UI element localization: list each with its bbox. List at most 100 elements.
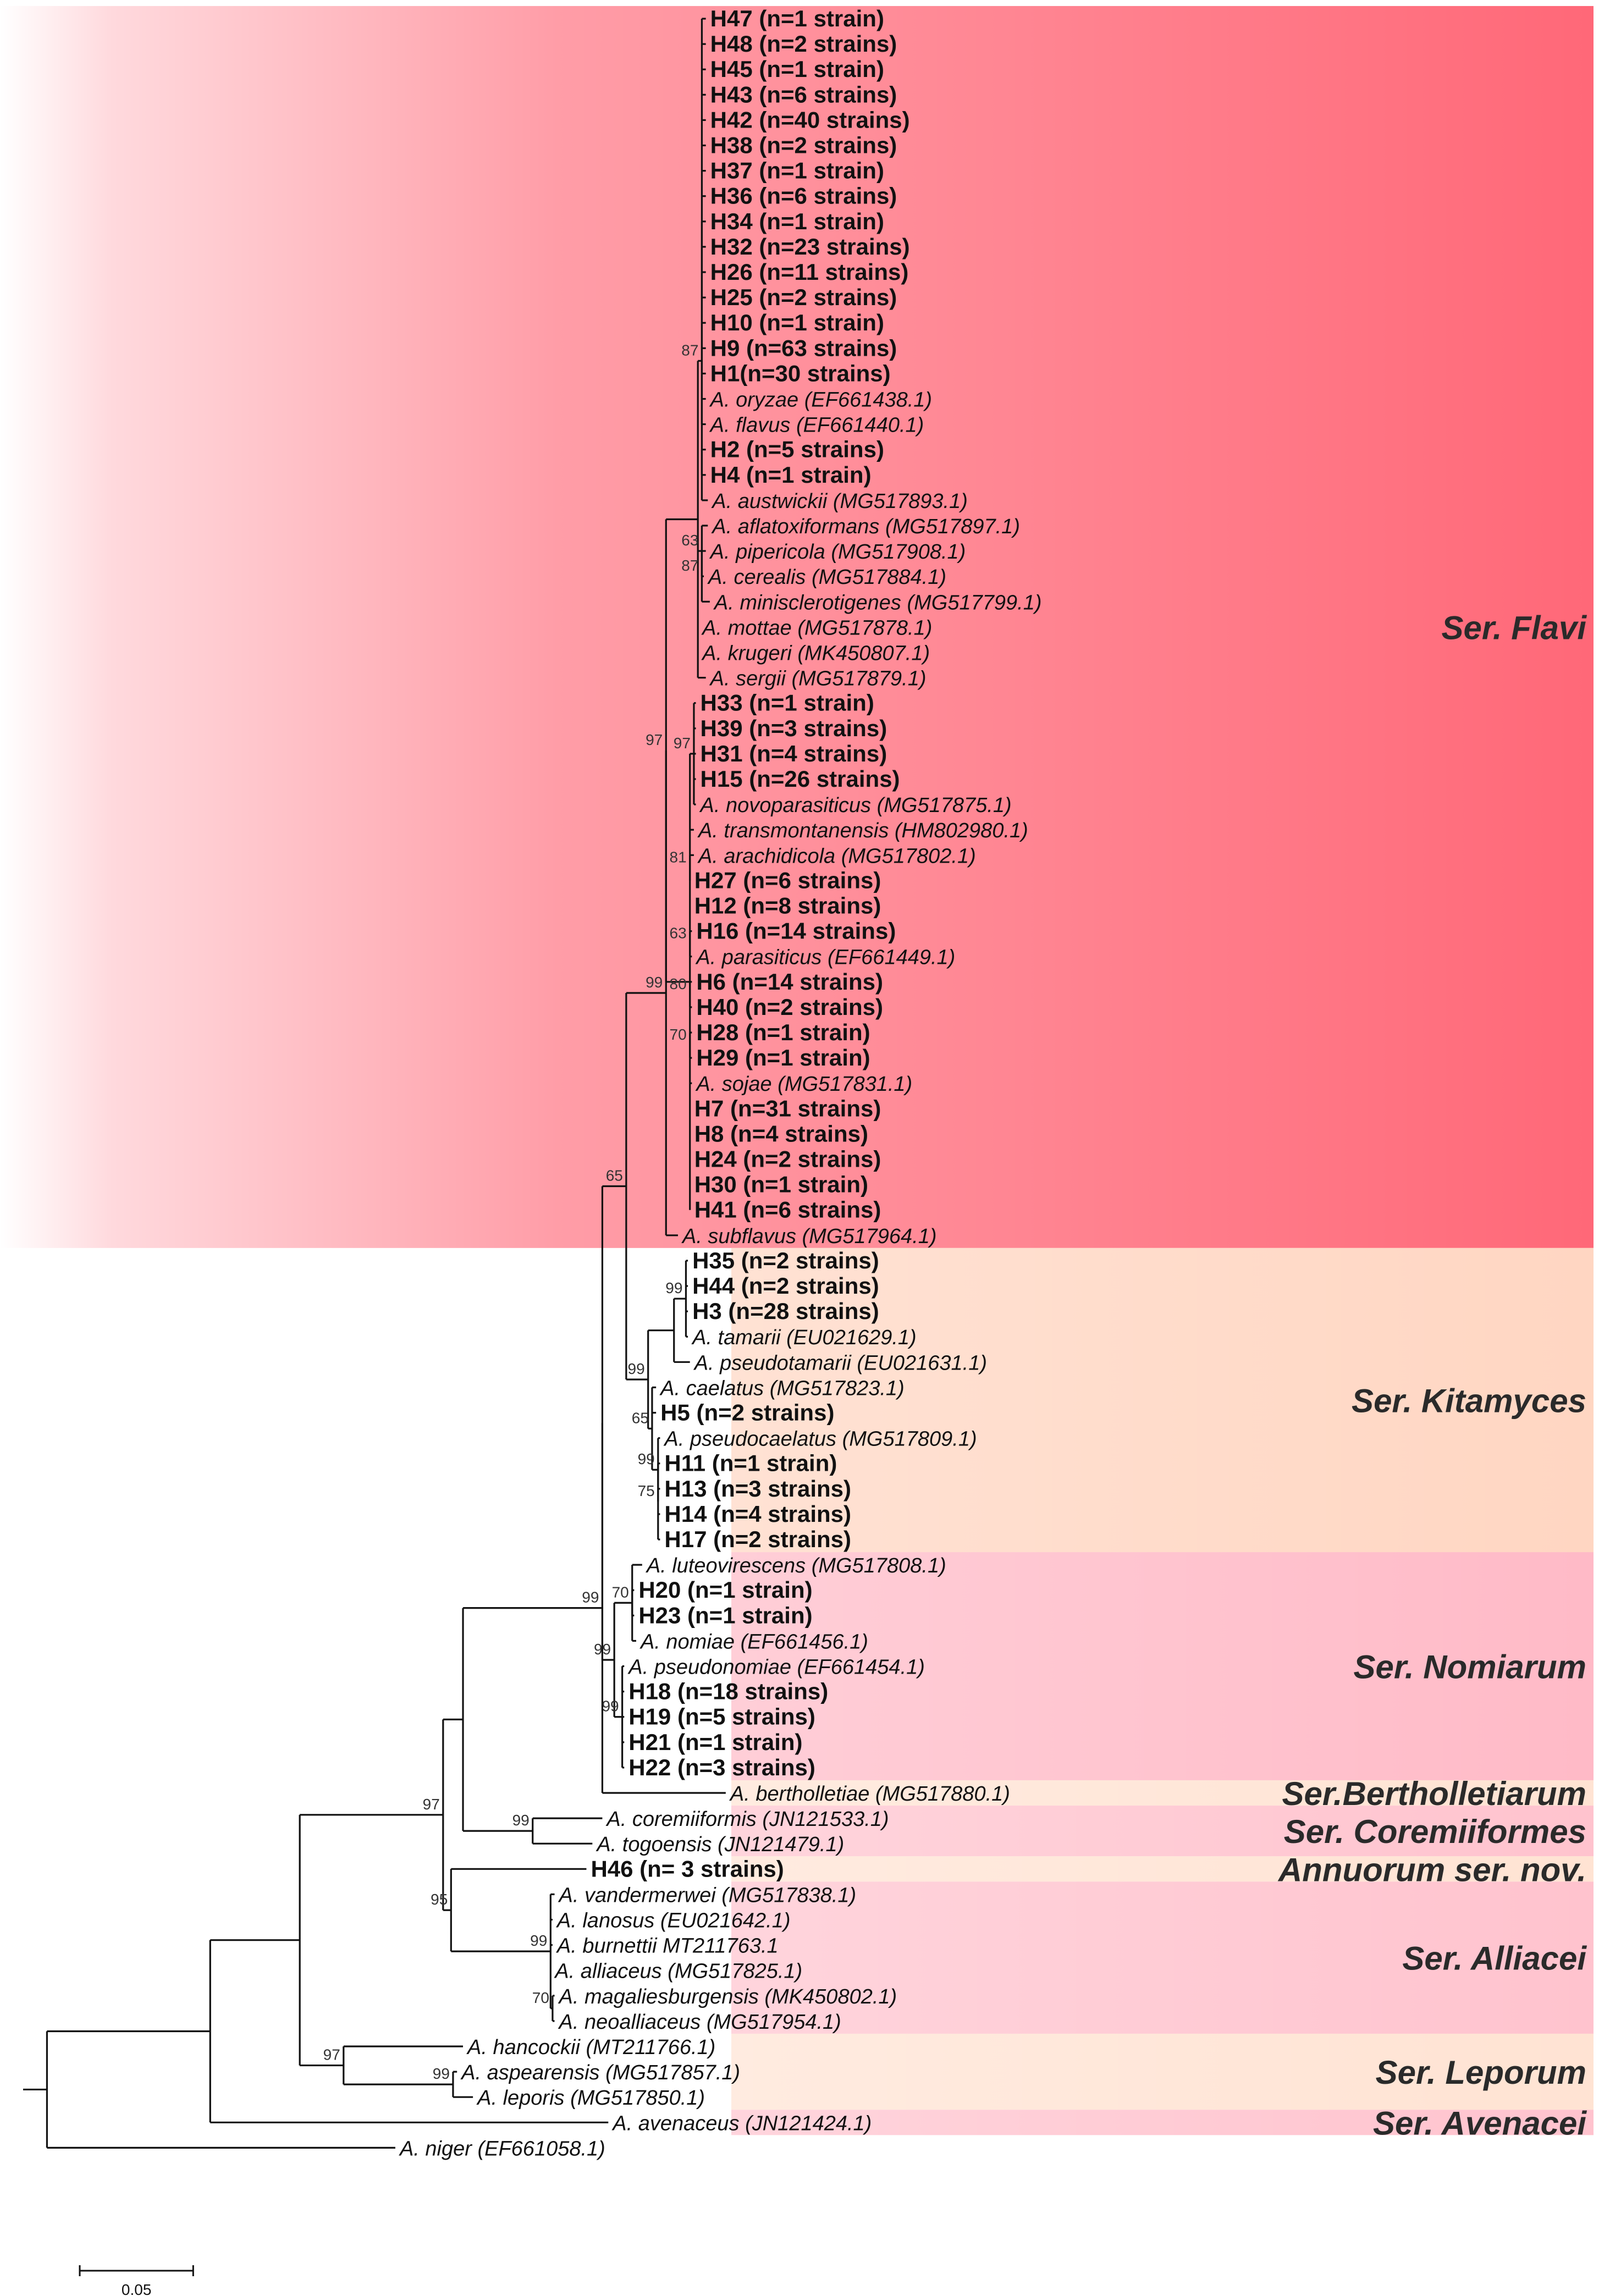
leaf-H4: H4 (n=1 strain) [710, 462, 872, 488]
series-label-7: Ser. Leporum [1376, 2054, 1586, 2091]
leaf-H41: H41 (n=6 strains) [694, 1197, 881, 1223]
support-n_tam2: 99 [665, 1279, 682, 1296]
leaf-H34: H34 (n=1 strain) [710, 208, 884, 234]
support-n_afl: 63 [681, 532, 698, 549]
leaf-H33: H33 (n=1 strain) [701, 690, 874, 716]
leaf-A_flavus: A. flavus (EF661440.1) [709, 414, 924, 437]
series-label-8: Ser. Avenacei [1373, 2105, 1587, 2142]
leaf-H36: H36 (n=6 strains) [710, 183, 897, 209]
leaf-A_nomiae: A. nomiae (EF661456.1) [639, 1630, 868, 1653]
leaf-H39: H39 (n=3 strains) [701, 715, 887, 741]
series-label-0: Ser. Flavi [1442, 609, 1587, 646]
leaf-H13: H13 (n=3 strains) [664, 1476, 851, 1502]
tree-branches [23, 18, 726, 2149]
leaf-H38: H38 (n=2 strains) [710, 133, 897, 158]
support-n_para: 63 [670, 925, 687, 942]
leaf-A_novoparasiticus: A. novoparasiticus (MG517875.1) [699, 794, 1012, 817]
leaf-A_neoalliaceus: A. neoalliaceus (MG517954.1) [558, 2011, 841, 2034]
support-n_flk: 65 [606, 1167, 623, 1184]
leaf-H22: H22 (n=3 strains) [628, 1754, 815, 1780]
leaf-H6: H6 (n=14 strains) [696, 969, 883, 995]
support-n_mag: 70 [532, 1989, 549, 2006]
leaf-H27: H27 (n=6 strains) [694, 867, 881, 893]
leaf-H29: H29 (n=1 strain) [696, 1045, 870, 1070]
leaf-A_oryzae: A. oryzae (EF661438.1) [709, 389, 932, 412]
support-n_h11: 75 [638, 1482, 655, 1499]
leaf-A_lanosus: A. lanosus (EU021642.1) [556, 1909, 791, 1933]
leaf-A_pseudonomiae: A. pseudonomiae (EF661454.1) [627, 1656, 925, 1679]
leaf-H40: H40 (n=2 strains) [696, 994, 883, 1020]
leaf-A_bertholletiae: A. bertholletiae (MG517880.1) [729, 1782, 1010, 1806]
leaf-A_sergii: A. sergii (MG517879.1) [709, 667, 927, 691]
leaf-H2: H2 (n=5 strains) [710, 437, 884, 462]
leaf-H21: H21 (n=1 strain) [628, 1729, 802, 1755]
leaf-A_pseudocaelatus: A. pseudocaelatus (MG517809.1) [663, 1428, 977, 1451]
leaf-H8: H8 (n=4 strains) [694, 1121, 868, 1146]
leaf-H17: H17 (n=2 strains) [664, 1526, 851, 1552]
leaf-A_sojae: A. sojae (MG517831.1) [695, 1073, 912, 1096]
series-label-5: Annuorum ser. nov. [1277, 1851, 1586, 1888]
leaf-H19: H19 (n=5 strains) [628, 1704, 815, 1730]
leaf-H14: H14 (n=4 strains) [664, 1501, 851, 1527]
support-n_fl: 99 [646, 974, 663, 991]
leaf-A_aspearensis: A. aspearensis (MG517857.1) [460, 2061, 740, 2084]
leaf-H47: H47 (n=1 strain) [710, 5, 884, 31]
leaf-H46: H46 (n= 3 strains) [591, 1856, 784, 1881]
leaf-H20: H20 (n=1 strain) [638, 1577, 812, 1603]
leaf-H7: H7 (n=31 strains) [694, 1095, 881, 1121]
leaf-H31: H31 (n=4 strains) [701, 741, 887, 766]
leaf-H37: H37 (n=1 strain) [710, 158, 884, 184]
leaf-H32: H32 (n=23 strains) [710, 234, 910, 260]
support-n_h20: 70 [612, 1583, 629, 1600]
support-n_pcael: 99 [638, 1450, 655, 1467]
support-n_lep2: 99 [433, 2065, 450, 2082]
series-label-3: Ser.Bertholletiarum [1282, 1775, 1586, 1812]
leaf-H12: H12 (n=8 strains) [694, 893, 881, 919]
leaf-H43: H43 (n=6 strains) [710, 81, 897, 107]
leaf-A_parasiticus: A. parasiticus (EF661449.1) [695, 946, 955, 969]
leaf-H30: H30 (n=1 strain) [694, 1172, 868, 1197]
support-n_pip: 87 [681, 557, 698, 574]
bootstrap-values: 9799979965999787638797816380709999659975… [323, 341, 699, 2082]
support-n_lep: 97 [323, 2046, 340, 2063]
leaf-H25: H25 (n=2 strains) [710, 284, 897, 310]
leaf-H9: H9 (n=63 strains) [710, 335, 897, 361]
leaf-H42: H42 (n=40 strains) [710, 107, 910, 133]
leaf-H24: H24 (n=2 strains) [694, 1146, 881, 1172]
support-n_pnom: 99 [602, 1698, 619, 1715]
support-n_cor: 99 [512, 1812, 530, 1829]
leaf-A_leporis: A. leporis (MG517850.1) [476, 2087, 705, 2110]
leaf-A_avenaceus: A. avenaceus (JN121424.1) [611, 2112, 872, 2135]
leaf-A_burnettii: A. burnettii MT211763.1 [556, 1935, 779, 1958]
support-n3: 97 [423, 1796, 440, 1813]
leaf-A_subflavus: A. subflavus (MG517964.1) [681, 1225, 937, 1248]
series-label-6: Ser. Alliacei [1402, 1940, 1587, 1977]
leaf-A_krugeri: A. krugeri (MK450807.1) [701, 642, 930, 665]
leaf-A_magaliesburgensis: A. magaliesburgensis (MK450802.1) [558, 1985, 897, 2008]
series-label-1: Ser. Kitamyces [1352, 1382, 1586, 1419]
support-n6: 95 [431, 1891, 448, 1908]
leaf-H44: H44 (n=2 strains) [692, 1273, 879, 1299]
leaf-H28: H28 (n=1 strain) [696, 1019, 870, 1045]
leaf-H5: H5 (n=2 strains) [660, 1400, 834, 1426]
leaf-H45: H45 (n=1 strain) [710, 56, 884, 82]
support-n_kit: 99 [628, 1360, 645, 1377]
leaf-H1: H1(n=30 strains) [710, 360, 891, 386]
leaf-A_caelatus: A. caelatus (MG517823.1) [659, 1377, 905, 1400]
scale-bar: 0.05 [79, 2265, 194, 2296]
leaf-labels: A. niger (EF661058.1)A. avenaceus (JN121… [399, 5, 1042, 2160]
support-n_novo: 97 [674, 735, 691, 752]
leaf-H23: H23 (n=1 strain) [638, 1602, 812, 1628]
support-n_h28: 70 [670, 1026, 687, 1043]
leaf-A_luteovirescens: A. luteovirescens (MG517808.1) [646, 1554, 946, 1577]
leaf-A_pipericola: A. pipericola (MG517908.1) [709, 540, 966, 564]
support-n_nom: 99 [594, 1641, 611, 1658]
leaf-A_minisclerotigenes: A. minisclerotigenes (MG517799.1) [713, 591, 1042, 614]
leaf-A_pseudotamarii: A. pseudotamarii (EU021631.1) [693, 1351, 987, 1375]
leaf-A_vandermerwei: A. vandermerwei (MG517838.1) [558, 1884, 857, 1907]
leaf-A_arachidicola: A. arachidicola (MG517802.1) [697, 845, 976, 868]
leaf-H15: H15 (n=26 strains) [701, 766, 900, 792]
